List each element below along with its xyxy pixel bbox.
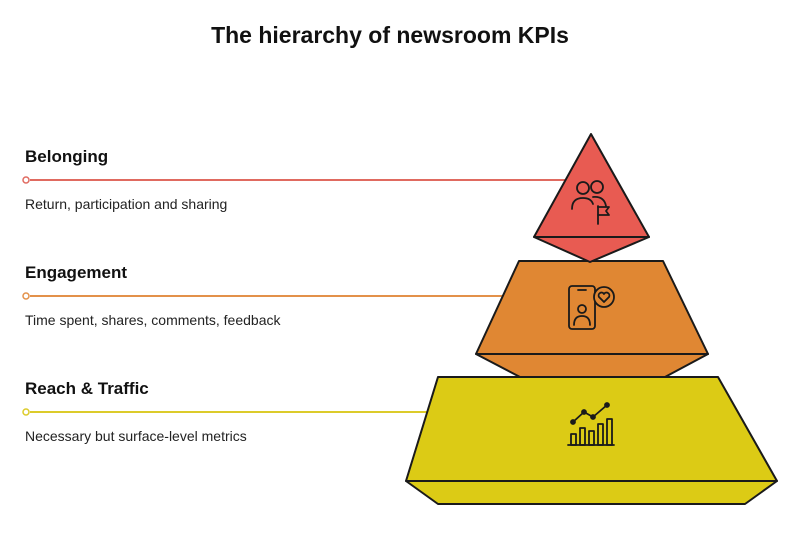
tier-reach-traffic bbox=[405, 376, 778, 505]
level-belonging-title: Belonging bbox=[25, 147, 109, 166]
tier-belonging bbox=[533, 133, 650, 263]
chart-growth-icon bbox=[567, 402, 615, 446]
level-reach-description: Necessary but surface-level metrics bbox=[25, 428, 247, 444]
level-engagement-title: Engagement bbox=[25, 263, 128, 282]
tier-engagement bbox=[475, 260, 709, 378]
phone-heart-icon bbox=[568, 285, 615, 330]
people-flag-icon bbox=[571, 180, 610, 225]
connector-engagement bbox=[22, 292, 508, 300]
diagram-title: The hierarchy of newsroom KPIs bbox=[211, 22, 569, 48]
connector-belonging bbox=[22, 176, 570, 184]
level-belonging-description: Return, participation and sharing bbox=[25, 196, 228, 212]
level-engagement-description: Time spent, shares, comments, feedback bbox=[25, 312, 281, 328]
connector-reach bbox=[22, 408, 446, 416]
level-reach-title: Reach & Traffic bbox=[25, 379, 149, 398]
